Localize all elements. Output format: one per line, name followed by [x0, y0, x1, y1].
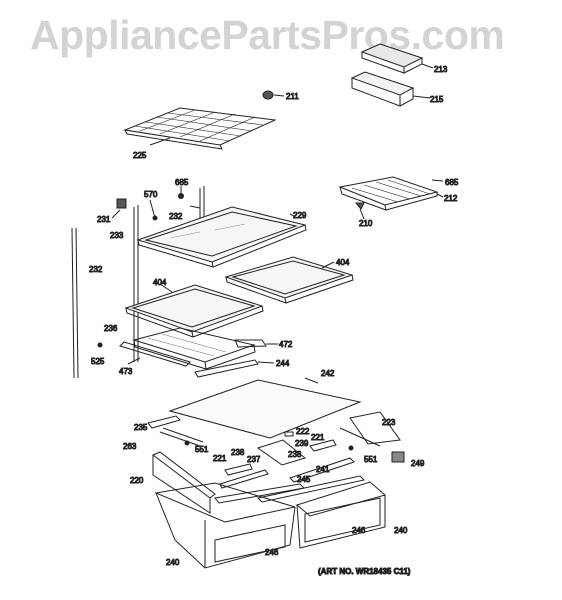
part-label: 222	[296, 427, 310, 436]
part-label: 404	[336, 258, 350, 267]
part-label: 225	[133, 151, 147, 160]
part-label: 233	[110, 231, 124, 240]
part-241-rail[interactable]	[289, 457, 355, 483]
part-label: 215	[430, 95, 444, 104]
part-235-rail[interactable]	[147, 415, 204, 447]
part-label: 240	[394, 526, 408, 535]
part-473-rail[interactable]	[119, 341, 191, 367]
part-212-rack[interactable]	[338, 176, 444, 211]
part-label: 221	[311, 433, 325, 442]
part-label: 244	[276, 359, 290, 368]
part-label: 210	[359, 219, 373, 228]
part-label: 221	[213, 454, 227, 463]
part-label: 238	[231, 448, 245, 457]
part-label: 404	[153, 278, 167, 287]
part-label: 263	[123, 442, 137, 451]
part-label: 232	[89, 265, 103, 274]
part-211-knob[interactable]	[262, 90, 285, 100]
part-label: 229	[293, 211, 307, 220]
part-472-rail[interactable]	[234, 339, 278, 348]
part-label: 570	[144, 190, 158, 199]
part-525-screw[interactable]	[97, 342, 103, 348]
part-label: 551	[364, 455, 378, 464]
part-570-screw[interactable]	[149, 199, 158, 221]
part-222-clip[interactable]	[284, 431, 294, 437]
part-244-rail[interactable]	[194, 359, 275, 378]
part-239-bracket[interactable]	[256, 439, 307, 466]
part-231-bracket[interactable]	[111, 198, 127, 219]
part-label: 473	[119, 367, 133, 376]
part-215-bin[interactable]	[350, 71, 431, 107]
part-551-screw[interactable]	[184, 440, 354, 451]
part-240-drawer-right[interactable]	[295, 481, 387, 549]
part-label: 238	[288, 450, 302, 459]
part-label: 245	[297, 475, 311, 484]
part-245-rail[interactable]	[214, 475, 366, 504]
art-number: (ART NO. WR18435 C11)	[318, 567, 411, 576]
part-label: 220	[130, 476, 144, 485]
part-label: 685	[445, 178, 459, 187]
part-685-screw[interactable]	[178, 186, 184, 199]
part-404-shelf-left[interactable]	[124, 283, 264, 338]
part-220-bracket[interactable]	[152, 451, 216, 514]
part-label: 551	[195, 445, 209, 454]
part-label: 241	[316, 465, 330, 474]
part-225-wire-shelf[interactable]	[123, 107, 277, 150]
part-label: 685	[175, 178, 189, 187]
watermark-logo: AppliancePartsPros.com	[30, 12, 505, 58]
part-242-crisper-cover[interactable]	[168, 377, 362, 439]
part-404-shelf-right[interactable]	[224, 256, 354, 304]
part-label: 235	[134, 423, 148, 432]
part-label: 239	[295, 439, 309, 448]
part-label: 242	[321, 369, 335, 378]
part-label: 240	[166, 558, 180, 567]
part-label: 246	[352, 526, 366, 535]
part-240-drawer-left[interactable]	[154, 482, 296, 569]
part-label: 236	[104, 324, 118, 333]
part-229-glass-shelf[interactable]	[136, 206, 307, 268]
part-label: 472	[279, 340, 293, 349]
part-label: 213	[434, 65, 448, 74]
part-213-egg-tray[interactable]	[360, 43, 434, 74]
part-249-roller[interactable]	[391, 451, 405, 463]
part-label: 246	[265, 548, 279, 557]
part-label: 525	[91, 357, 105, 366]
part-label: 211	[286, 92, 299, 101]
part-label: 232	[169, 212, 183, 221]
part-label: 223	[382, 418, 396, 427]
part-223-rail[interactable]	[339, 411, 401, 447]
part-210-clip[interactable]	[354, 202, 365, 220]
part-237-rail[interactable]	[219, 469, 269, 489]
part-label: 212	[444, 194, 458, 203]
part-label: 249	[411, 459, 425, 468]
part-232-side-rail[interactable]	[71, 227, 79, 379]
part-236-shelf[interactable]	[132, 327, 256, 370]
part-221-divider[interactable]	[224, 439, 337, 476]
part-label: 237	[247, 455, 261, 464]
part-label: 231	[97, 215, 111, 224]
